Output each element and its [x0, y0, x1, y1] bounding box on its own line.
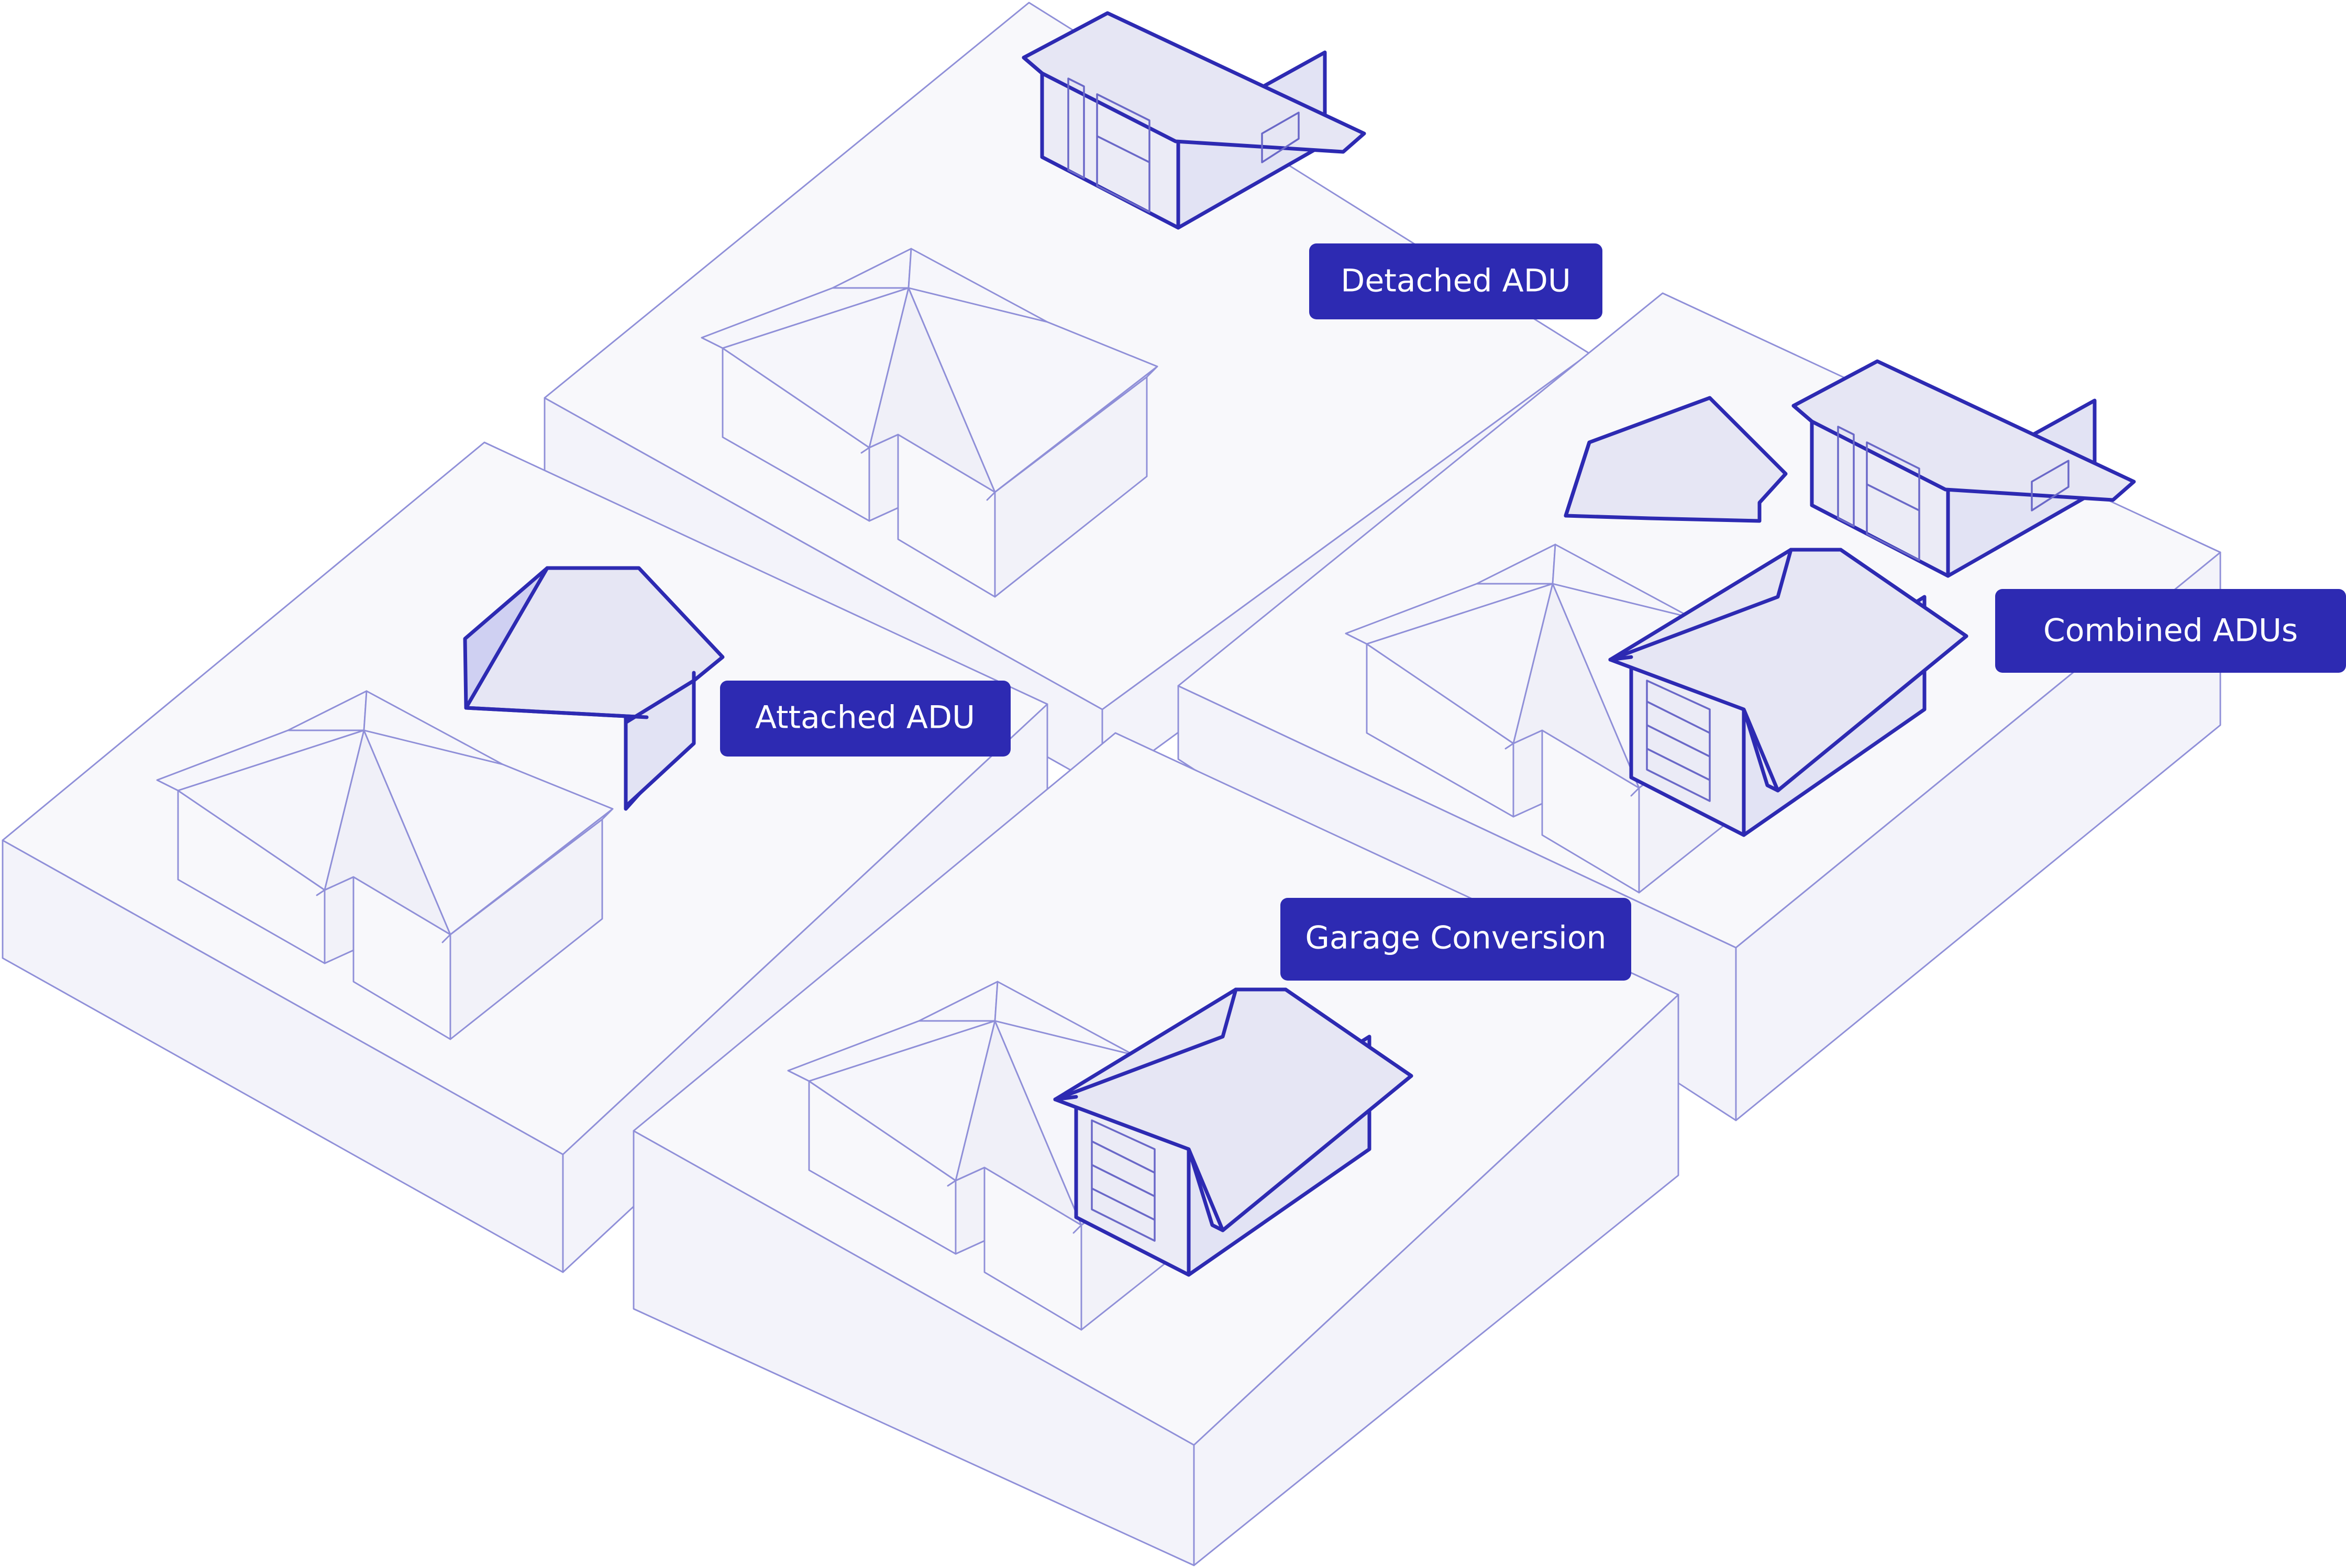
attached-adu-label: Attached ADU — [720, 681, 1011, 757]
combined-attached-adu-building — [1564, 396, 1788, 523]
combined-adus-label: Combined ADUs — [1995, 589, 2346, 673]
garage-conversion-label: Garage Conversion — [1280, 898, 1631, 981]
combined-adus-label-text: Combined ADUs — [2043, 613, 2298, 649]
detached-adu-label-text: Detached ADU — [1341, 263, 1571, 299]
garage-conversion-label-text: Garage Conversion — [1305, 920, 1606, 957]
attached-adu-building — [463, 566, 725, 811]
attached-adu-label-text: Attached ADU — [755, 699, 975, 736]
detached-adu-label: Detached ADU — [1309, 243, 1602, 319]
